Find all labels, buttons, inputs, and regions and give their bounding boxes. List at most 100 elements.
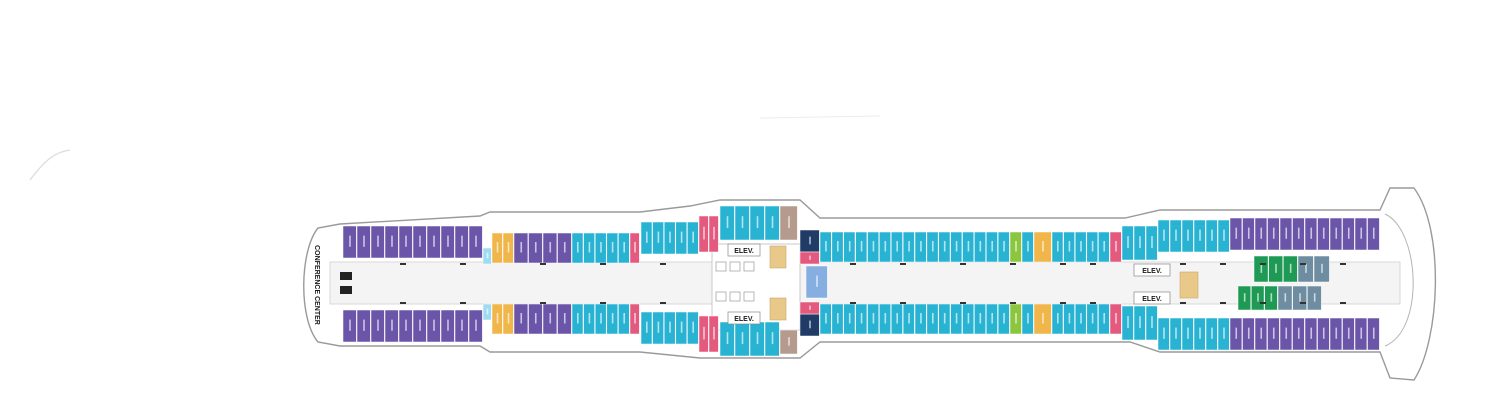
cabin-number-mark bbox=[1003, 313, 1005, 324]
svg-text:ELEV.: ELEV. bbox=[734, 316, 754, 323]
cabin-number-mark bbox=[703, 326, 705, 340]
cabin-number-mark bbox=[1057, 313, 1059, 324]
cabin-number-mark bbox=[932, 313, 934, 324]
cabin-number-mark bbox=[788, 337, 790, 346]
cabin-number-mark bbox=[680, 321, 683, 333]
cabin-number-mark bbox=[507, 313, 510, 324]
cabin-number-mark bbox=[1027, 241, 1029, 252]
door-marker bbox=[1260, 263, 1266, 265]
cabin-number-mark bbox=[520, 242, 523, 253]
cabin-number-mark bbox=[825, 313, 827, 324]
svg-text:ELEV.: ELEV. bbox=[1142, 268, 1162, 275]
door-marker bbox=[1300, 302, 1306, 304]
cabin-number-mark bbox=[1139, 236, 1141, 249]
cabin-number-mark bbox=[433, 319, 435, 331]
cabin-number-mark bbox=[1247, 327, 1250, 339]
cabin-number-mark bbox=[1310, 327, 1313, 339]
cabin-number-mark bbox=[943, 241, 946, 252]
door-marker bbox=[1220, 263, 1226, 265]
elevator-sign-upper: ELEV. bbox=[727, 243, 761, 257]
cabin-number-mark bbox=[872, 241, 875, 252]
cabin-number-mark bbox=[475, 235, 477, 247]
door-marker bbox=[1060, 263, 1066, 265]
cabin-number-mark bbox=[1322, 327, 1325, 339]
cabin-number-mark bbox=[623, 313, 625, 324]
cabin-number-mark bbox=[475, 319, 477, 331]
cabin-number-mark bbox=[1103, 313, 1105, 324]
cabin-number-mark bbox=[825, 241, 827, 252]
elevator-cars bbox=[715, 261, 755, 302]
door-marker bbox=[1340, 302, 1346, 304]
cabin-number-mark bbox=[848, 241, 851, 252]
cabin-number-mark bbox=[1360, 327, 1363, 339]
cabin-number-mark bbox=[991, 241, 993, 252]
cabin-number-mark bbox=[1275, 263, 1277, 273]
cabin-number-mark bbox=[860, 313, 863, 324]
cabin-number-mark bbox=[1260, 327, 1263, 339]
door-marker bbox=[1010, 263, 1016, 265]
central-corridor bbox=[329, 261, 1401, 305]
cabin-number-mark bbox=[979, 241, 982, 252]
cabin-number-mark bbox=[1347, 327, 1350, 339]
door-marker bbox=[1340, 263, 1346, 265]
restroom-icon bbox=[340, 272, 352, 294]
elevator-sign-forward-lower: ELEV. bbox=[1133, 291, 1171, 305]
cabin-number-mark bbox=[1080, 313, 1082, 324]
door-marker bbox=[1260, 302, 1266, 304]
cabin-number-mark bbox=[1247, 227, 1250, 239]
cabin-number-mark bbox=[1270, 293, 1273, 302]
cabin-number-mark bbox=[419, 319, 421, 331]
cabin-number-mark bbox=[816, 275, 818, 287]
cabin-number-mark bbox=[1103, 241, 1105, 252]
cabin-number-mark bbox=[1211, 327, 1213, 339]
cabin-number-mark bbox=[349, 235, 351, 247]
cabin-number-mark bbox=[1187, 327, 1189, 339]
cabin-number-mark bbox=[577, 242, 579, 253]
cabin-number-mark bbox=[932, 241, 934, 252]
cabin-number-mark bbox=[788, 216, 790, 229]
elevator-car bbox=[729, 261, 741, 272]
cabin-number-mark bbox=[756, 216, 759, 229]
door-marker bbox=[660, 263, 666, 265]
cabin-number-mark bbox=[534, 242, 537, 253]
cabin-number-mark bbox=[713, 326, 715, 340]
cabin-number-mark bbox=[1151, 316, 1153, 329]
cabin-number-mark bbox=[943, 313, 946, 324]
cabin-number-mark bbox=[461, 235, 463, 247]
cabin-number-mark bbox=[1163, 327, 1165, 339]
cabin-number-mark bbox=[1272, 327, 1275, 339]
svg-text:ELEV.: ELEV. bbox=[1142, 296, 1162, 303]
stairwell-upper bbox=[769, 245, 787, 269]
cabin-number-mark bbox=[979, 313, 982, 324]
cabin-number-mark bbox=[884, 241, 887, 252]
cabin-number-mark bbox=[1305, 263, 1307, 273]
cabin-number-mark bbox=[1163, 229, 1165, 241]
cabin-number-mark bbox=[1272, 227, 1275, 239]
cabin-number-mark bbox=[1091, 313, 1094, 324]
cabin-number-mark bbox=[405, 319, 407, 331]
cabin-number-mark bbox=[646, 321, 648, 333]
cabin-number-mark bbox=[623, 242, 625, 253]
cabin-number-mark bbox=[1223, 327, 1225, 339]
cabin-number-mark bbox=[1091, 241, 1094, 252]
cabin-number-mark bbox=[496, 313, 499, 324]
cabin-number-mark bbox=[549, 242, 552, 253]
elevator-car bbox=[743, 291, 755, 302]
cabin-number-mark bbox=[433, 235, 435, 247]
cabin-number-mark bbox=[377, 319, 379, 331]
cabin-number-mark bbox=[1115, 313, 1117, 324]
cabin-number-mark bbox=[967, 313, 970, 324]
cabin-number-mark bbox=[1297, 327, 1300, 339]
cabin-number-mark bbox=[419, 235, 421, 247]
bow-structure bbox=[1384, 213, 1414, 347]
door-marker bbox=[850, 263, 856, 265]
door-marker bbox=[900, 263, 906, 265]
door-marker bbox=[600, 263, 606, 265]
cabin-number-mark bbox=[577, 313, 579, 324]
cabin-number-mark bbox=[771, 216, 774, 229]
cabin-number-mark bbox=[726, 216, 729, 229]
elevator-car bbox=[743, 261, 755, 272]
cabin-number-mark bbox=[1285, 327, 1288, 339]
door-marker bbox=[960, 263, 966, 265]
